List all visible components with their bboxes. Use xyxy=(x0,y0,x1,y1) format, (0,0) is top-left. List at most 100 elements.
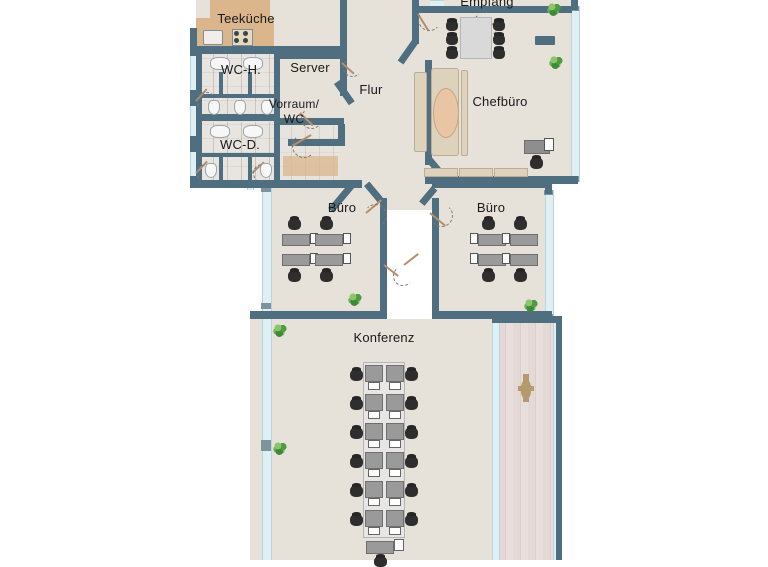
konferenz-paper-l-4 xyxy=(368,469,380,477)
lounge-sofa-left xyxy=(414,72,427,152)
plant-chefbuero xyxy=(549,55,563,69)
room-label-konferenz: Konferenz xyxy=(353,330,415,345)
buero-r-desk-2 xyxy=(510,234,538,246)
konferenz-paper-l-3 xyxy=(368,440,380,448)
sink-wc-h-2 xyxy=(243,57,263,70)
wall-wc-left-2 xyxy=(190,136,197,152)
buero-r-monitor-2 xyxy=(502,233,510,244)
toilet-wc-d-1 xyxy=(205,163,217,178)
buero-r-monitor-4 xyxy=(502,253,510,264)
room-label-wc-h: WC-H. xyxy=(221,62,261,77)
wall-vorraum-right xyxy=(338,124,345,146)
room-label-wc-d: WC-D. xyxy=(220,137,260,152)
reception-chair-3 xyxy=(446,46,458,59)
mullion-left-3 xyxy=(261,440,271,451)
wall-wc-left xyxy=(190,90,197,106)
wall-stall-h-1 xyxy=(219,72,223,98)
wall-stall-d-2 xyxy=(248,156,252,180)
door-arc-vorraum xyxy=(301,108,322,129)
door-arc-empfang xyxy=(418,8,441,31)
buero-l-desk-4 xyxy=(315,254,343,266)
buero-l-desk-3 xyxy=(282,254,310,266)
plant-konferenz-left xyxy=(273,323,287,337)
kitchen-sink xyxy=(203,30,223,45)
konferenz-chair-l-6 xyxy=(350,511,363,526)
konferenz-slab-r-3 xyxy=(386,423,404,440)
reception-chair-4 xyxy=(493,18,505,31)
konferenz-slab-l-4 xyxy=(365,452,383,469)
wall-empfang-top xyxy=(430,6,572,13)
konferenz-chair-r-1 xyxy=(405,366,418,381)
glass-terrace-inner xyxy=(492,322,500,560)
konferenz-chair-r-4 xyxy=(405,453,418,468)
room-label-vorraum-wc: Vorraum/ xyxy=(268,97,320,111)
wall-tv-chefbuero xyxy=(535,36,555,45)
toilet-wc-h-1 xyxy=(208,100,220,115)
stove-burner-2 xyxy=(243,31,248,36)
konferenz-head-paper xyxy=(394,539,404,551)
glass-wall-left xyxy=(262,186,272,560)
reception-chair-1 xyxy=(446,18,458,31)
konferenz-paper-l-6 xyxy=(368,527,380,535)
door-arc-buero-r xyxy=(430,204,453,227)
wall-buero-r-right xyxy=(545,180,552,194)
glass-wall-right-buero xyxy=(545,190,554,320)
lounge-coffee-table xyxy=(433,88,459,138)
stove-burner-4 xyxy=(243,38,248,43)
wall-buero-r-bottom xyxy=(432,311,552,319)
buero-l-chair-4 xyxy=(320,267,333,282)
konferenz-slab-l-1 xyxy=(365,365,383,382)
room-label-server: Server xyxy=(290,60,330,75)
floor-buero-rechts xyxy=(432,186,552,319)
room-label-flur: Flur xyxy=(359,82,383,97)
konferenz-slab-l-2 xyxy=(365,394,383,411)
buero-r-chair-1 xyxy=(482,215,495,230)
buero-l-desk-1 xyxy=(282,234,310,246)
mullion-left-1 xyxy=(261,186,271,192)
konferenz-paper-r-3 xyxy=(389,440,401,448)
stove-burner-3 xyxy=(234,38,239,43)
wall-terrace-right xyxy=(556,316,562,560)
konferenz-chair-l-4 xyxy=(350,453,363,468)
wall-wc-right-vert xyxy=(274,54,280,114)
wall-flur-right-2 xyxy=(425,60,432,165)
konferenz-paper-l-1 xyxy=(368,382,380,390)
konferenz-table xyxy=(363,362,405,538)
floor-flur xyxy=(338,0,418,186)
wall-stall-h-3 xyxy=(202,94,274,98)
konferenz-slab-l-5 xyxy=(365,481,383,498)
wall-right-outer-top xyxy=(571,0,578,10)
konferenz-slab-l-3 xyxy=(365,423,383,440)
reception-table xyxy=(460,17,492,59)
konferenz-chair-l-3 xyxy=(350,424,363,439)
wall-flur-left-top xyxy=(340,0,347,56)
wall-stall-d-1 xyxy=(219,156,223,180)
door-leaf-konferenz-r xyxy=(403,253,419,266)
sink-wc-d-2 xyxy=(243,125,263,138)
konferenz-paper-r-1 xyxy=(389,382,401,390)
sideboard-2 xyxy=(459,168,493,177)
konferenz-slab-l-6 xyxy=(365,510,383,527)
room-label-buero-links: Büro xyxy=(327,200,357,215)
wall-buero-l-bottom xyxy=(262,311,387,319)
wall-wc-right-vert-2 xyxy=(274,121,280,181)
konferenz-slab-r-1 xyxy=(386,365,404,382)
konferenz-head-chair xyxy=(374,554,387,567)
toilet-wc-h-3 xyxy=(261,100,273,115)
konferenz-chair-r-3 xyxy=(405,424,418,439)
vorraum-mat xyxy=(283,156,338,176)
stove-burner-1 xyxy=(234,31,239,36)
sink-wc-h-1 xyxy=(210,57,230,70)
buero-l-chair-1 xyxy=(288,215,301,230)
plant-buero-rechts xyxy=(524,298,538,312)
konferenz-paper-r-5 xyxy=(389,498,401,506)
plant-buero-links xyxy=(348,292,362,306)
room-label-vorraum-wc-line2: WC xyxy=(283,112,305,126)
wall-stall-d-3 xyxy=(202,153,274,157)
plant-empfang xyxy=(547,2,561,16)
room-label-chefbuero: Chefbüro xyxy=(472,94,528,109)
buero-r-chair-3 xyxy=(482,267,495,282)
buero-l-chair-3 xyxy=(288,267,301,282)
reception-chair-6 xyxy=(493,46,505,59)
konferenz-chair-l-2 xyxy=(350,395,363,410)
